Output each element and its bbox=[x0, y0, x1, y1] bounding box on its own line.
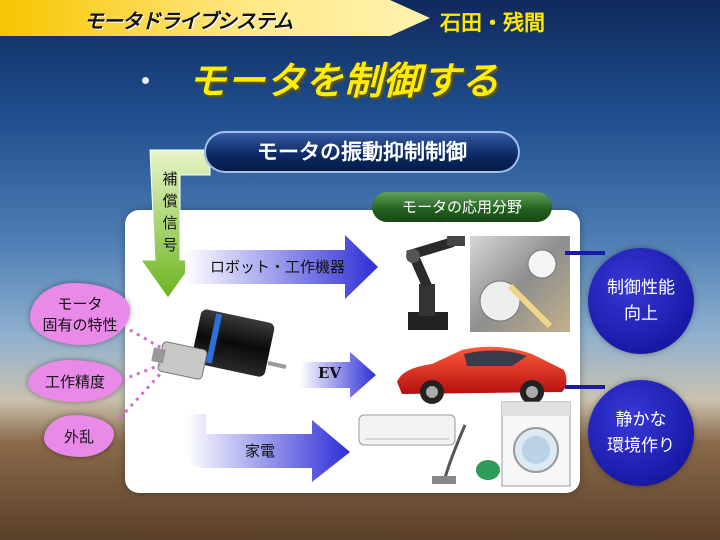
outcome-control-performance: 制御性能 向上 bbox=[588, 248, 694, 354]
machine-tool-image bbox=[470, 236, 570, 332]
ev-car-image bbox=[397, 346, 567, 404]
section-label: モータドライブシステム bbox=[84, 9, 293, 33]
robot-arrow-label: ロボット・工作機器 bbox=[210, 258, 346, 276]
vacuum-cleaner-image bbox=[432, 424, 500, 484]
outcome-quiet-environment: 静かな 環境作り bbox=[588, 380, 694, 486]
washing-machine-image bbox=[501, 401, 571, 487]
authors: 石田・残間 bbox=[440, 11, 545, 35]
feedback-label: 補償信号 bbox=[162, 170, 178, 254]
section-banner bbox=[0, 0, 430, 36]
factor-motor-characteristics: モータ 固有の特性 bbox=[30, 283, 130, 345]
ev-arrow-label: EV bbox=[318, 364, 342, 382]
main-topic-pill: モータの振動抑制制御 bbox=[204, 131, 520, 173]
air-conditioner-image bbox=[358, 414, 456, 446]
appliance-arrow bbox=[186, 414, 350, 482]
slide-title: モータを制御する bbox=[188, 59, 501, 103]
factor-connectors bbox=[118, 328, 166, 420]
appliance-arrow-label: 家電 bbox=[245, 442, 276, 460]
factor-machining-accuracy: 工作精度 bbox=[28, 360, 122, 402]
ev-arrow bbox=[300, 352, 376, 398]
robot-arrow bbox=[185, 235, 378, 299]
moon-image bbox=[142, 77, 149, 84]
outcome-connectors bbox=[565, 251, 605, 389]
motor-image bbox=[151, 309, 287, 380]
application-field-pill: モータの応用分野 bbox=[372, 192, 552, 222]
factor-disturbance: 外乱 bbox=[44, 415, 114, 457]
robot-arm-image bbox=[406, 236, 465, 330]
